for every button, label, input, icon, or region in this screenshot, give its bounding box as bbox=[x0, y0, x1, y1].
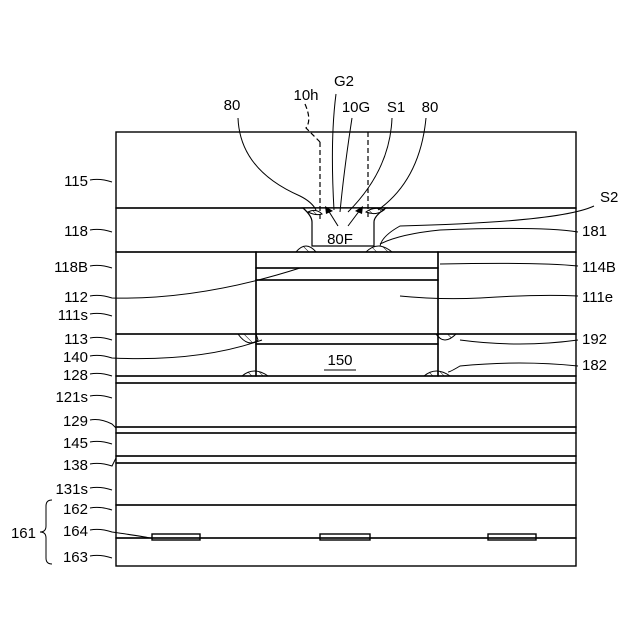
label-113: 113 bbox=[64, 331, 88, 348]
layer-121s bbox=[116, 383, 576, 427]
bump-182-right bbox=[424, 371, 450, 376]
layer-162 bbox=[116, 505, 576, 538]
electrode-164-a bbox=[152, 534, 200, 540]
leader-lines bbox=[40, 94, 594, 564]
layer-113-center bbox=[256, 334, 438, 344]
electrode-164-b bbox=[320, 534, 370, 540]
label-145: 145 bbox=[63, 435, 88, 452]
label-118B: 118B bbox=[54, 259, 88, 276]
label-121s: 121s bbox=[55, 389, 88, 406]
label-111s: 111s bbox=[58, 307, 88, 324]
layer-145 bbox=[116, 433, 576, 456]
label-80-right: 80 bbox=[422, 99, 439, 116]
bump-181-left bbox=[296, 246, 316, 252]
bump-181-right bbox=[366, 246, 392, 252]
label-181: 181 bbox=[582, 223, 607, 240]
label-129: 129 bbox=[63, 413, 88, 430]
label-138: 138 bbox=[63, 457, 88, 474]
bump-182-left bbox=[242, 371, 268, 376]
layer-138 bbox=[116, 456, 576, 463]
label-80-left: 80 bbox=[224, 97, 241, 114]
hole-10h-curve bbox=[305, 104, 320, 142]
label-162: 162 bbox=[63, 501, 88, 518]
layer-128 bbox=[116, 376, 576, 383]
bump-192-left bbox=[238, 334, 258, 343]
label-112: 112 bbox=[64, 289, 88, 306]
layer-114B bbox=[256, 268, 438, 280]
label-S2: S2 bbox=[600, 189, 618, 206]
label-131s: 131s bbox=[55, 481, 88, 498]
label-114B: 114B bbox=[582, 259, 616, 276]
label-111e: 111e bbox=[582, 289, 613, 306]
label-161: 161 bbox=[11, 525, 36, 542]
label-192: 192 bbox=[582, 331, 607, 348]
layer-113-right bbox=[438, 334, 576, 376]
right-labels: S2 181 114B 111e 192 182 bbox=[582, 189, 618, 374]
label-182: 182 bbox=[582, 357, 607, 374]
bump-192-right bbox=[436, 334, 456, 340]
label-10h: 10h bbox=[293, 87, 318, 104]
label-118: 118 bbox=[64, 223, 88, 240]
label-115: 115 bbox=[64, 173, 88, 190]
label-S1: S1 bbox=[387, 99, 405, 116]
left-labels: 115 118 118B 112 111s 113 140 128 121s 1… bbox=[11, 173, 88, 566]
label-10G: 10G bbox=[342, 99, 370, 116]
label-164: 164 bbox=[63, 523, 88, 540]
top-labels: 80 10h G2 10G S1 80 bbox=[224, 73, 439, 116]
layer-113-left bbox=[116, 334, 256, 376]
label-163: 163 bbox=[63, 549, 88, 566]
label-G2: G2 bbox=[334, 73, 354, 90]
layer-163 bbox=[116, 538, 576, 566]
label-150: 150 bbox=[327, 352, 352, 369]
layer-181-top bbox=[256, 252, 438, 268]
layer-131s bbox=[116, 463, 576, 505]
electrode-164-c bbox=[488, 534, 536, 540]
label-80F: 80F bbox=[327, 231, 353, 248]
layer-115 bbox=[116, 132, 576, 208]
layer-stack bbox=[116, 132, 576, 566]
layer-118B-left bbox=[116, 252, 256, 334]
layer-111s bbox=[256, 280, 438, 334]
label-128: 128 bbox=[63, 367, 88, 384]
label-140: 140 bbox=[63, 349, 88, 366]
layer-129 bbox=[116, 427, 576, 433]
